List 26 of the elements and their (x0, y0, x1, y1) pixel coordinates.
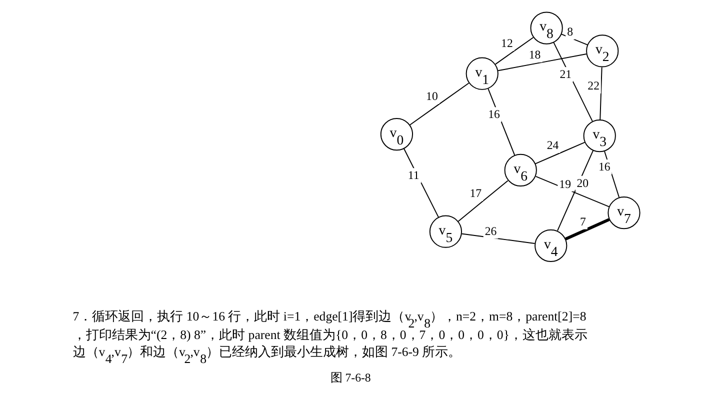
edge-label: 24 (546, 138, 559, 152)
connector (458, 180, 508, 222)
edge-label: 20 (576, 176, 589, 190)
connector (600, 66, 602, 120)
connector (553, 42, 593, 122)
edge-label: 10 (426, 89, 438, 104)
connector (535, 142, 586, 164)
connector (461, 233, 536, 244)
edge-label: 12 (501, 36, 513, 50)
connector (403, 148, 439, 218)
edge-label: 17 (470, 186, 482, 200)
edge-label: 8 (567, 24, 574, 39)
edge-label: 26 (484, 224, 497, 238)
caption: 图 7-6-8 (330, 370, 371, 385)
edge-label: 18 (528, 47, 541, 62)
edge-label: 16 (598, 159, 610, 174)
edge-label: 11 (408, 168, 420, 182)
edge-label: 21 (560, 67, 572, 82)
connector (409, 82, 470, 126)
edge-label: 16 (488, 107, 500, 122)
connector (565, 218, 610, 240)
connector (498, 54, 587, 72)
connector (561, 34, 588, 46)
edge-label: 7 (580, 214, 586, 228)
edge-label: 22 (588, 78, 600, 93)
edge-label: 19 (559, 176, 572, 191)
